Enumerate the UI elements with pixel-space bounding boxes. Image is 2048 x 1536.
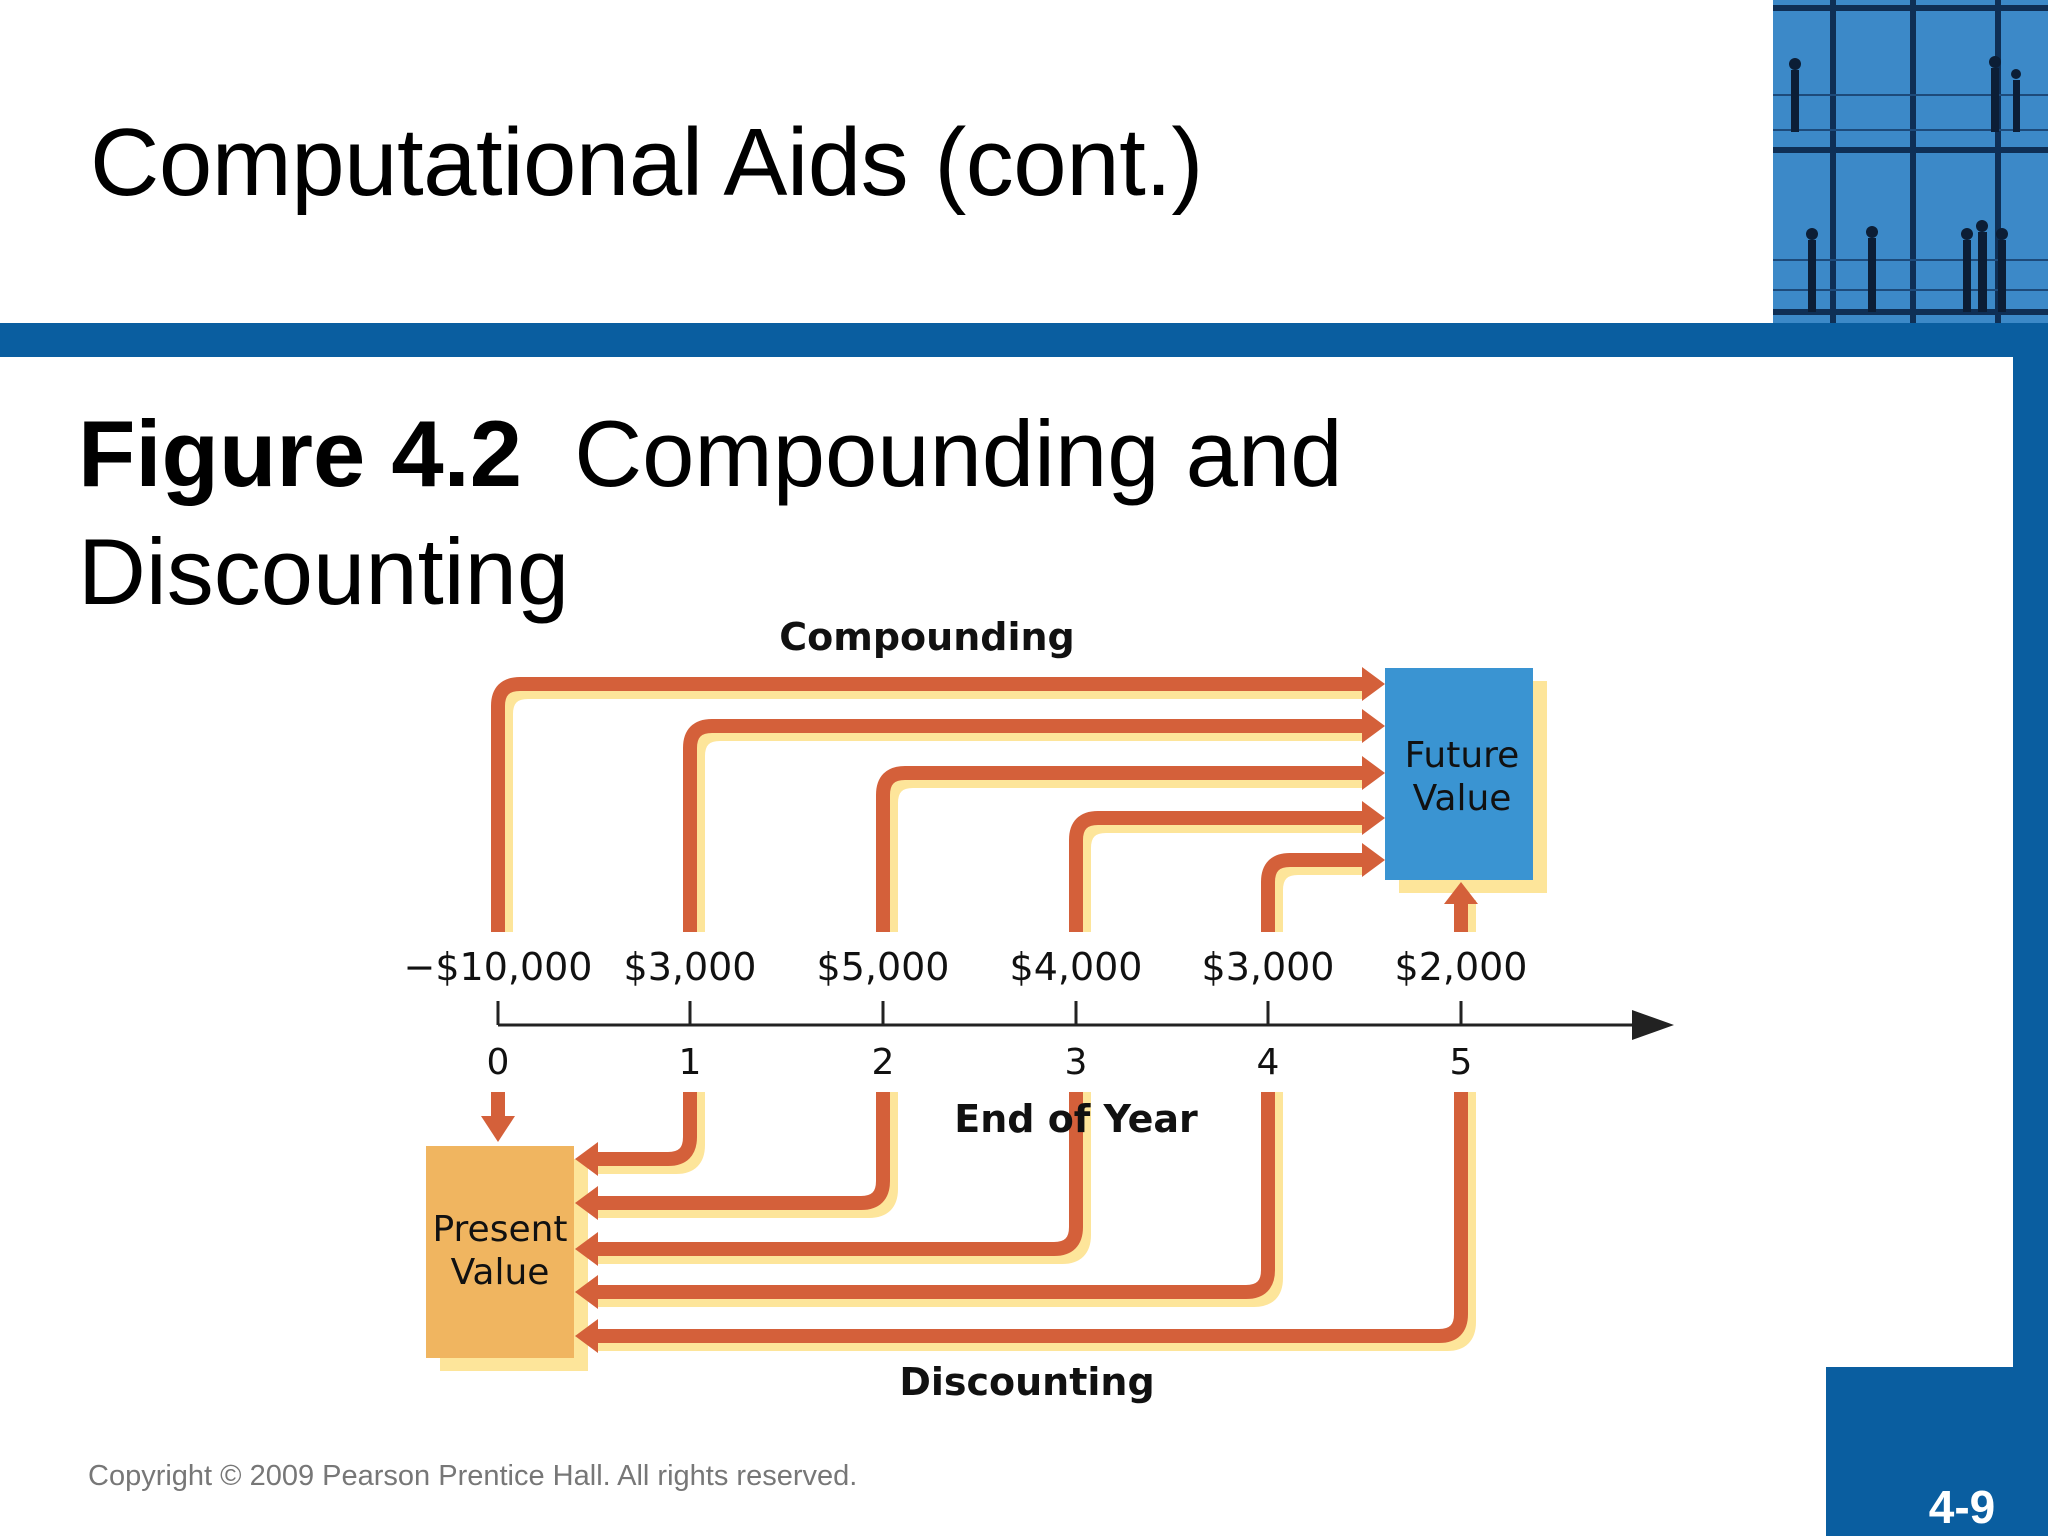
compounding-arrowhead-year-3	[1362, 801, 1385, 835]
discounting-arrow-year-4	[598, 1092, 1275, 1299]
compounding-arrow-year-2	[876, 766, 1362, 932]
compounding-arrow-shadow-year-0	[499, 685, 1362, 932]
year-label-0: 0	[487, 1042, 510, 1083]
compounding-arrows	[491, 667, 1478, 932]
compounding-arrowhead-year-2	[1362, 756, 1385, 790]
cash-flow-year-2: $5,000	[817, 945, 950, 989]
discounting-arrowhead-year-0	[481, 1116, 515, 1142]
future-value-label-line1: Future	[1405, 735, 1520, 776]
end-of-year-label: End of Year	[954, 1097, 1198, 1141]
compounding-heading: Compounding	[779, 615, 1074, 659]
figure-label: Figure 4.2	[78, 401, 523, 506]
discounting-arrows	[481, 1092, 1476, 1353]
compounding-arrow-year-1	[683, 719, 1362, 932]
cash-flow-year-4: $3,000	[1202, 945, 1335, 989]
year-label-3: 3	[1065, 1042, 1088, 1083]
future-value-label-line2: Value	[1413, 778, 1512, 819]
timeline-ticks	[496, 1001, 1463, 1025]
discounting-arrowhead-year-1	[575, 1142, 598, 1176]
compounding-arrowhead-year-1	[1362, 709, 1385, 743]
compounding-arrow-year-3	[1069, 811, 1362, 932]
discounting-arrowhead-year-3	[575, 1232, 598, 1266]
year-labels: 0 1 2 3 4 5	[487, 1042, 1473, 1083]
year-label-4: 4	[1257, 1042, 1280, 1083]
discounting-arrow-year-1	[598, 1092, 697, 1166]
compounding-arrow-year-4	[1261, 853, 1362, 932]
discounting-heading: Discounting	[899, 1360, 1154, 1404]
compounding-arrowhead-year-5	[1444, 882, 1478, 904]
discounting-arrow-year-3	[598, 1092, 1083, 1256]
copyright-text: Copyright © 2009 Pearson Prentice Hall. …	[88, 1460, 858, 1492]
header-photo	[1773, 0, 2048, 323]
compounding-arrow-shadow-year-4	[1269, 861, 1362, 932]
cash-flow-year-5: $2,000	[1395, 945, 1528, 989]
figure-title-line1: Compounding and	[574, 401, 1343, 506]
discounting-arrow-shadow-year-1	[598, 1092, 705, 1174]
cash-flow-year-0: −$10,000	[404, 945, 593, 989]
year-label-5: 5	[1450, 1042, 1473, 1083]
page-number: 4-9	[1928, 1480, 1996, 1533]
discounting-arrow-shadow-year-4	[598, 1092, 1283, 1307]
page-number-box: 4-9	[1826, 1367, 2048, 1536]
compounding-arrowhead-year-0	[1362, 667, 1385, 701]
discounting-arrowhead-year-5	[575, 1319, 598, 1353]
present-value-label-line2: Value	[451, 1252, 550, 1293]
header-divider-bar	[0, 323, 2048, 357]
discounting-arrow-shadow-year-5	[598, 1092, 1476, 1351]
discounting-arrow-shadow-year-3	[598, 1092, 1091, 1264]
present-value-label-line1: Present	[432, 1209, 567, 1250]
discounting-arrowhead-year-4	[575, 1275, 598, 1309]
future-value-box: Future Value	[1385, 668, 1547, 893]
cash-flow-year-3: $4,000	[1010, 945, 1143, 989]
compounding-arrow-shadow-year-3	[1077, 819, 1362, 932]
right-edge-bar	[2013, 323, 2048, 1536]
compounding-arrowhead-year-4	[1362, 843, 1385, 877]
slide-title: Computational Aids (cont.)	[90, 109, 1203, 216]
present-value-box: Present Value	[426, 1146, 588, 1371]
compounding-arrow-shadow-year-2	[884, 774, 1362, 932]
compounding-arrow-shadow-year-1	[691, 727, 1362, 932]
year-label-1: 1	[679, 1042, 702, 1083]
figure-title-line2: Discounting	[78, 519, 570, 624]
year-label-2: 2	[872, 1042, 895, 1083]
discounting-arrow-year-5	[598, 1092, 1468, 1343]
cash-flow-labels: −$10,000 $3,000 $5,000 $4,000 $3,000 $2,…	[404, 945, 1528, 989]
figure-title: Figure 4.2 Compounding and Discounting	[78, 395, 1478, 631]
discounting-arrow-shadow-year-2	[598, 1092, 898, 1218]
cash-flow-year-1: $3,000	[624, 945, 757, 989]
discounting-arrowhead-year-2	[575, 1186, 598, 1220]
discounting-arrow-year-2	[598, 1092, 890, 1210]
compounding-arrow-year-0	[491, 677, 1362, 932]
